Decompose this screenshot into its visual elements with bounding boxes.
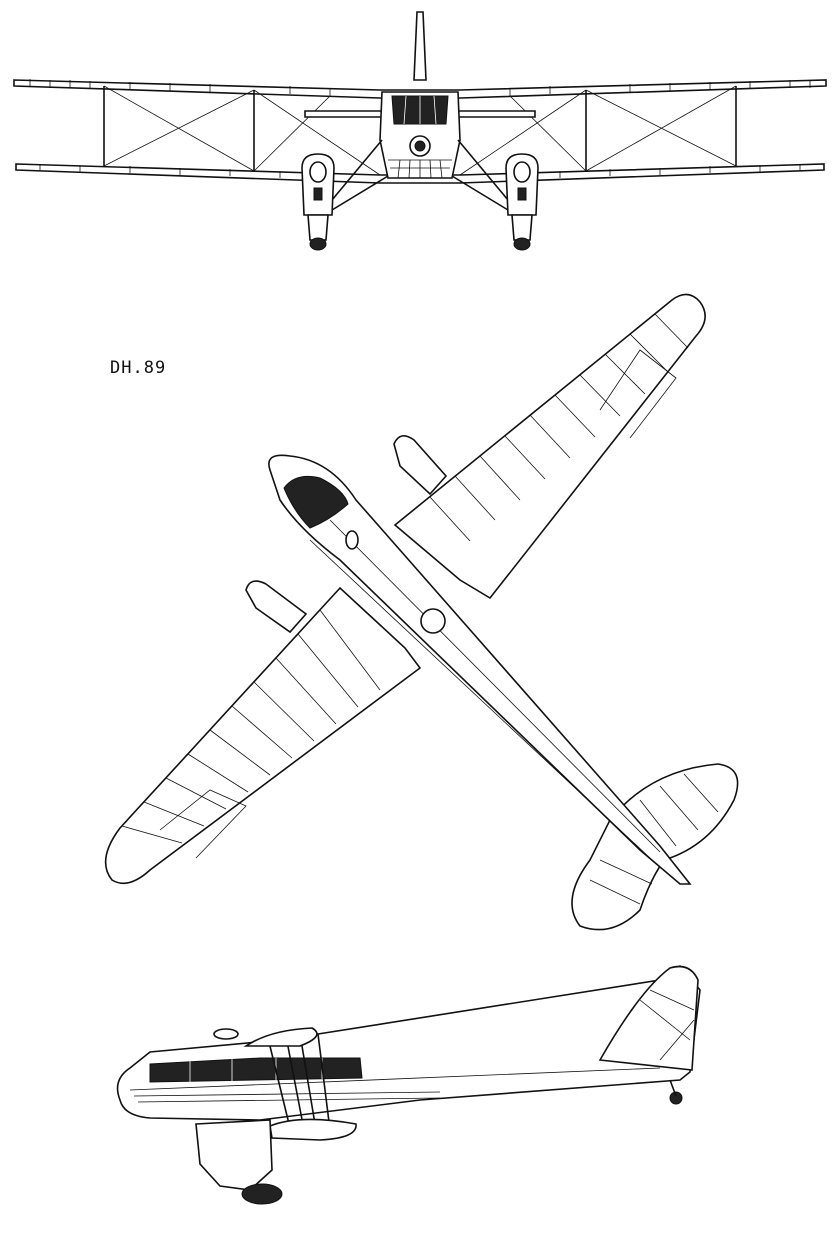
- front-cowling-lines: [388, 159, 452, 179]
- plan-view: [104, 293, 739, 931]
- plan-wing-ribs: [121, 313, 689, 844]
- plan-fuselage-roundel: [420, 608, 446, 634]
- side-main-wheel: [241, 1183, 283, 1205]
- front-right-nacelle: [505, 153, 539, 251]
- plan-fuselage-lines: [309, 519, 661, 859]
- side-tail-wheel-leg: [669, 1079, 677, 1097]
- front-nose-cap-hub: [414, 140, 426, 152]
- side-view: [116, 964, 701, 1205]
- front-interplane-struts: [103, 86, 737, 171]
- plan-port-wing: [104, 586, 422, 885]
- front-bracing-wires: [103, 85, 737, 176]
- plan-starboard-wing: [393, 293, 706, 600]
- side-tail-wheel: [669, 1091, 683, 1105]
- side-wing-struts: [267, 1033, 331, 1131]
- front-left-nacelle: [301, 153, 335, 251]
- side-fin-ribs: [639, 989, 695, 1061]
- plan-dome-hatch: [345, 530, 359, 550]
- side-cabin-window-band: [149, 1057, 363, 1083]
- plan-port-aileron: [159, 789, 247, 859]
- side-lower-wing: [269, 1118, 357, 1141]
- aircraft-designation-label: DH.89: [110, 358, 167, 378]
- plan-cockpit-glazing: [283, 475, 349, 529]
- plan-tailplane-ribs: [589, 773, 719, 905]
- front-undercarriage-struts: [331, 139, 509, 211]
- side-upper-wing: [243, 1027, 318, 1047]
- front-view: [13, 11, 827, 251]
- side-engine-nacelle: [195, 1119, 273, 1191]
- front-fin: [413, 11, 427, 81]
- plan-port-nacelle: [245, 580, 308, 634]
- front-windscreen-frames: [403, 95, 437, 125]
- plan-starboard-nacelle: [393, 435, 448, 496]
- front-wing-ribs: [29, 79, 811, 178]
- side-dome: [213, 1028, 239, 1040]
- plan-starboard-aileron: [599, 349, 677, 439]
- side-fuselage-stringers: [129, 1067, 661, 1103]
